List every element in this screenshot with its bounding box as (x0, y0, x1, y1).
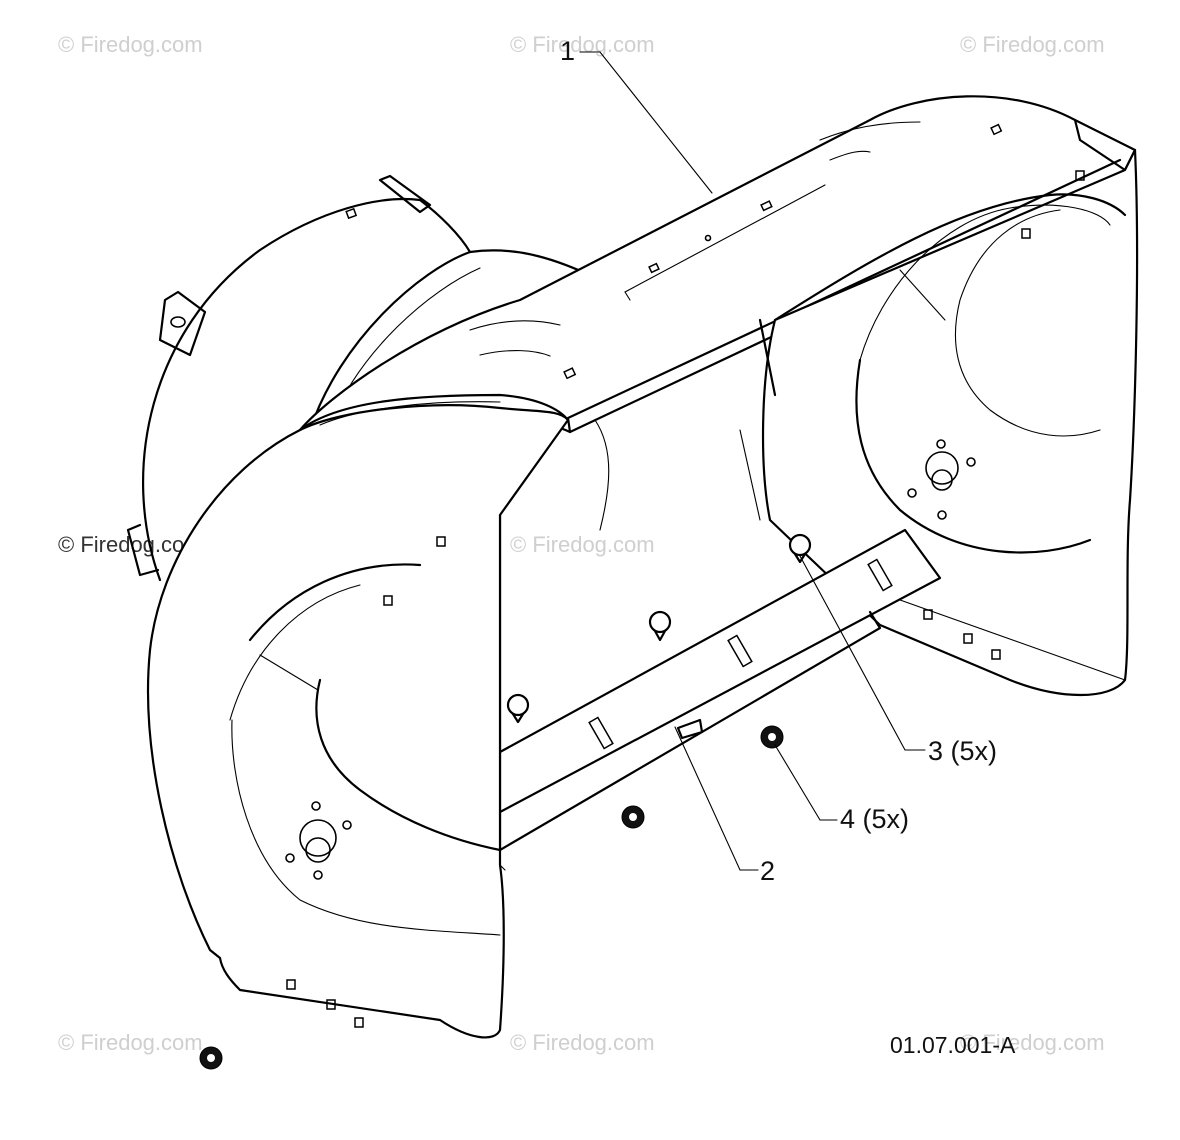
carriage-bolts (506, 533, 812, 724)
watermark: © Firedog.com (960, 1030, 1105, 1055)
figure-code: 01.07.001-A (890, 1032, 1016, 1058)
top-channel (298, 95, 1137, 434)
watermark: © Firedog.com (510, 32, 655, 57)
callout-1: 1 (560, 36, 575, 66)
callout-4: 4 (5x) (840, 804, 909, 834)
watermark: © Firedog.com (960, 32, 1105, 57)
hex-nuts (199, 725, 784, 1070)
front-side-plate (147, 393, 570, 1039)
callout-2: 2 (760, 856, 775, 886)
watermark: © Firedog.com (58, 32, 203, 57)
callout-3: 3 (5x) (928, 736, 997, 766)
callouts: 1 2 3 (5x) 4 (5x) 01.07.001-A (560, 36, 1016, 1058)
watermark: © Firedog.com (58, 1030, 203, 1055)
wear-bar (498, 528, 942, 852)
leader-lines (579, 51, 926, 871)
watermark: © Firedog.com (510, 1030, 655, 1055)
watermark: © Firedog.com (510, 532, 655, 557)
